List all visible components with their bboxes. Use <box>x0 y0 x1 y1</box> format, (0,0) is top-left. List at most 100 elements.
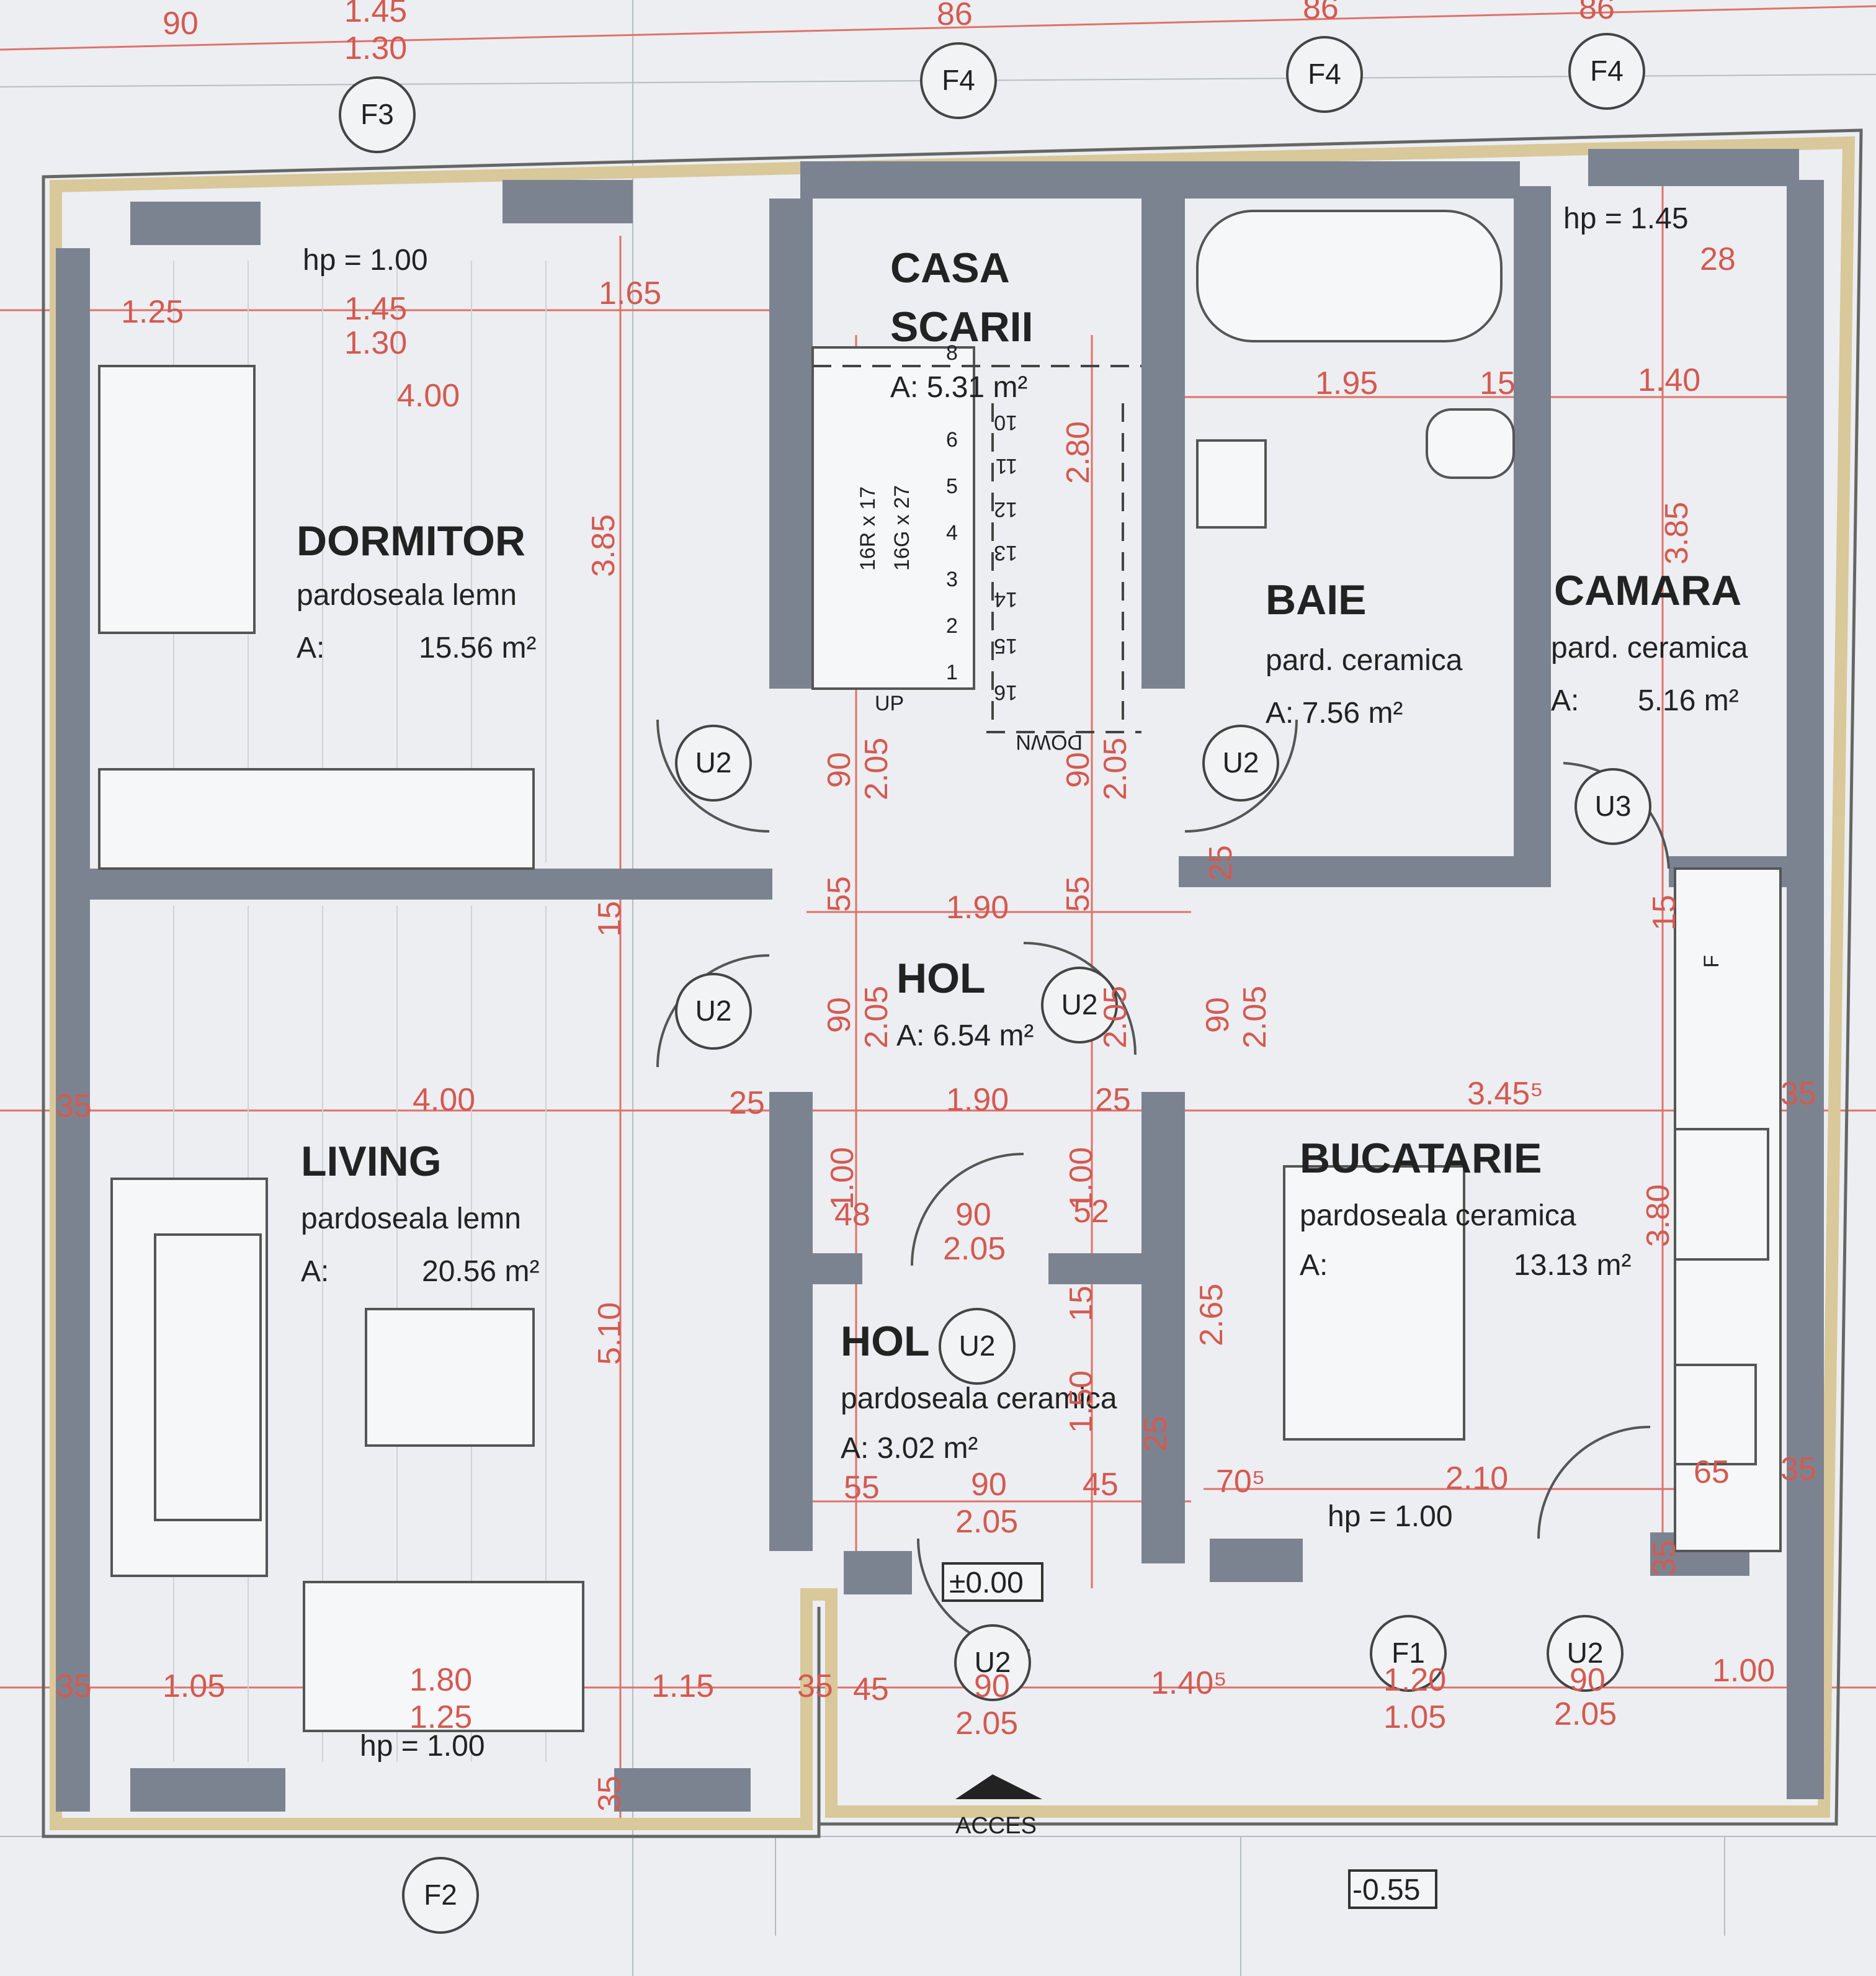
svg-text:90: 90 <box>163 6 199 42</box>
svg-text:U2: U2 <box>695 995 732 1027</box>
svg-text:16R x 17: 16R x 17 <box>856 486 880 571</box>
svg-text:2.05: 2.05 <box>859 738 895 800</box>
stair-down-label: DOWN <box>1016 730 1083 754</box>
svg-text:3.45⁵: 3.45⁵ <box>1467 1076 1543 1112</box>
svg-text:hp = 1.45: hp = 1.45 <box>1563 202 1689 235</box>
svg-text:HOL: HOL <box>841 1318 930 1365</box>
svg-text:A: 5.31 m²: A: 5.31 m² <box>890 371 1027 404</box>
svg-text:1.05: 1.05 <box>163 1668 225 1704</box>
svg-text:SCARII: SCARII <box>890 303 1033 351</box>
svg-text:25: 25 <box>1095 1082 1131 1118</box>
svg-text:52: 52 <box>1073 1194 1109 1230</box>
svg-text:2.05: 2.05 <box>1554 1696 1617 1732</box>
svg-text:CASA: CASA <box>890 244 1010 292</box>
svg-text:U2: U2 <box>959 1330 996 1362</box>
svg-text:48: 48 <box>834 1197 870 1233</box>
svg-text:U2: U2 <box>1567 1637 1604 1669</box>
svg-text:1.45: 1.45 <box>344 0 407 29</box>
svg-text:13: 13 <box>994 541 1017 565</box>
window-tags: F3 F4 F4 F4 F2 F1 <box>339 33 1645 1934</box>
svg-text:1.40⁵: 1.40⁵ <box>1151 1665 1227 1701</box>
svg-text:55: 55 <box>1060 876 1096 912</box>
window-tag-f2 <box>402 1857 479 1934</box>
svg-text:15: 15 <box>1063 1285 1099 1321</box>
door-tags: U2 U2 U3 U2 U2 U2 U2 U2 <box>675 725 1651 1701</box>
window-tag-f2-label: F2 <box>424 1879 457 1911</box>
level-minus-label: -0.55 <box>1352 1874 1420 1907</box>
svg-text:6: 6 <box>946 428 958 452</box>
svg-text:4: 4 <box>946 521 958 545</box>
svg-text:1.65: 1.65 <box>599 275 661 311</box>
svg-text:14: 14 <box>994 588 1017 611</box>
svg-text:1.80: 1.80 <box>409 1662 472 1698</box>
svg-text:90: 90 <box>1200 997 1236 1033</box>
svg-text:1.95: 1.95 <box>1315 365 1378 401</box>
svg-text:2.05: 2.05 <box>1097 738 1133 800</box>
svg-text:2.80: 2.80 <box>1060 421 1096 484</box>
svg-text:3.85: 3.85 <box>1659 502 1695 565</box>
svg-text:35: 35 <box>1780 1076 1816 1112</box>
svg-text:20.56 m²: 20.56 m² <box>422 1255 539 1288</box>
room-baie: BAIE pard. ceramica A: 7.56 m² <box>1266 576 1463 730</box>
svg-text:hp = 1.00: hp = 1.00 <box>1328 1500 1453 1533</box>
svg-text:2.05: 2.05 <box>1237 986 1273 1048</box>
svg-text:15: 15 <box>592 901 628 937</box>
window-tag-f4-2 <box>1286 36 1363 113</box>
svg-text:5.10: 5.10 <box>592 1302 628 1365</box>
kitchen-furniture <box>1283 867 1782 1552</box>
svg-text:8: 8 <box>946 341 958 365</box>
window-tag-f4-1 <box>920 42 997 119</box>
svg-text:1.50: 1.50 <box>1063 1370 1099 1433</box>
svg-text:BAIE: BAIE <box>1266 576 1366 624</box>
plan-annotations: hp = 1.00 hp = 1.45 hp = 1.00 hp = 1.00 … <box>303 202 1723 1909</box>
svg-text:90: 90 <box>821 752 857 788</box>
svg-text:86: 86 <box>1579 0 1615 26</box>
svg-text:15: 15 <box>1480 365 1516 401</box>
svg-text:90: 90 <box>974 1668 1010 1704</box>
svg-text:2.05: 2.05 <box>1097 986 1133 1048</box>
level-zero-label: ±0.00 <box>949 1567 1024 1599</box>
svg-text:pardoseala ceramica: pardoseala ceramica <box>1300 1199 1576 1232</box>
room-dormitor: DORMITOR pardoseala lemn A: 15.56 m² <box>297 517 536 664</box>
svg-text:90: 90 <box>1570 1662 1606 1698</box>
svg-text:2.05: 2.05 <box>955 1706 1018 1741</box>
dimension-texts: 90 1.45 1.30 86 86 86 1.25 1.45 1.30 1.6… <box>56 0 1816 1812</box>
svg-text:15.56 m²: 15.56 m² <box>419 632 536 664</box>
svg-text:A:: A: <box>297 632 324 664</box>
svg-text:pard. ceramica: pard. ceramica <box>1551 632 1748 664</box>
svg-text:U2: U2 <box>975 1646 1011 1678</box>
svg-text:LIVING: LIVING <box>301 1138 442 1185</box>
svg-text:A: 6.54 m²: A: 6.54 m² <box>896 1019 1034 1052</box>
stair-up-label: UP <box>875 692 904 715</box>
svg-text:55: 55 <box>844 1470 880 1506</box>
svg-text:2: 2 <box>946 614 958 638</box>
level-zero-box <box>942 1562 1043 1602</box>
svg-text:1.00: 1.00 <box>1063 1147 1099 1210</box>
svg-text:16G x 27: 16G x 27 <box>890 485 914 571</box>
room-casa-scarii: CASA SCARII A: 5.31 m² <box>890 244 1033 404</box>
svg-text:CAMARA: CAMARA <box>1554 567 1741 614</box>
svg-text:HOL: HOL <box>896 955 986 1002</box>
svg-text:U2: U2 <box>1061 988 1098 1021</box>
svg-text:55: 55 <box>821 876 857 912</box>
sink <box>1196 439 1267 529</box>
svg-text:3.85: 3.85 <box>586 514 622 577</box>
svg-text:86: 86 <box>1303 0 1339 26</box>
svg-text:3: 3 <box>946 568 958 591</box>
svg-text:1.40: 1.40 <box>1638 362 1700 398</box>
svg-text:11: 11 <box>996 454 1017 478</box>
svg-text:1.30: 1.30 <box>344 30 407 66</box>
svg-text:35: 35 <box>797 1668 833 1704</box>
svg-text:hp = 1.00: hp = 1.00 <box>303 244 428 277</box>
svg-text:25: 25 <box>1203 845 1239 881</box>
access-label: ACCES <box>955 1813 1037 1839</box>
svg-text:12: 12 <box>994 498 1017 521</box>
svg-text:13.13 m²: 13.13 m² <box>1514 1249 1631 1282</box>
svg-text:35: 35 <box>592 1776 628 1812</box>
svg-text:45: 45 <box>853 1671 889 1707</box>
svg-text:pard. ceramica: pard. ceramica <box>1266 644 1463 677</box>
svg-text:16: 16 <box>994 681 1017 704</box>
svg-text:90: 90 <box>1060 752 1096 788</box>
svg-text:3.80: 3.80 <box>1640 1184 1676 1247</box>
